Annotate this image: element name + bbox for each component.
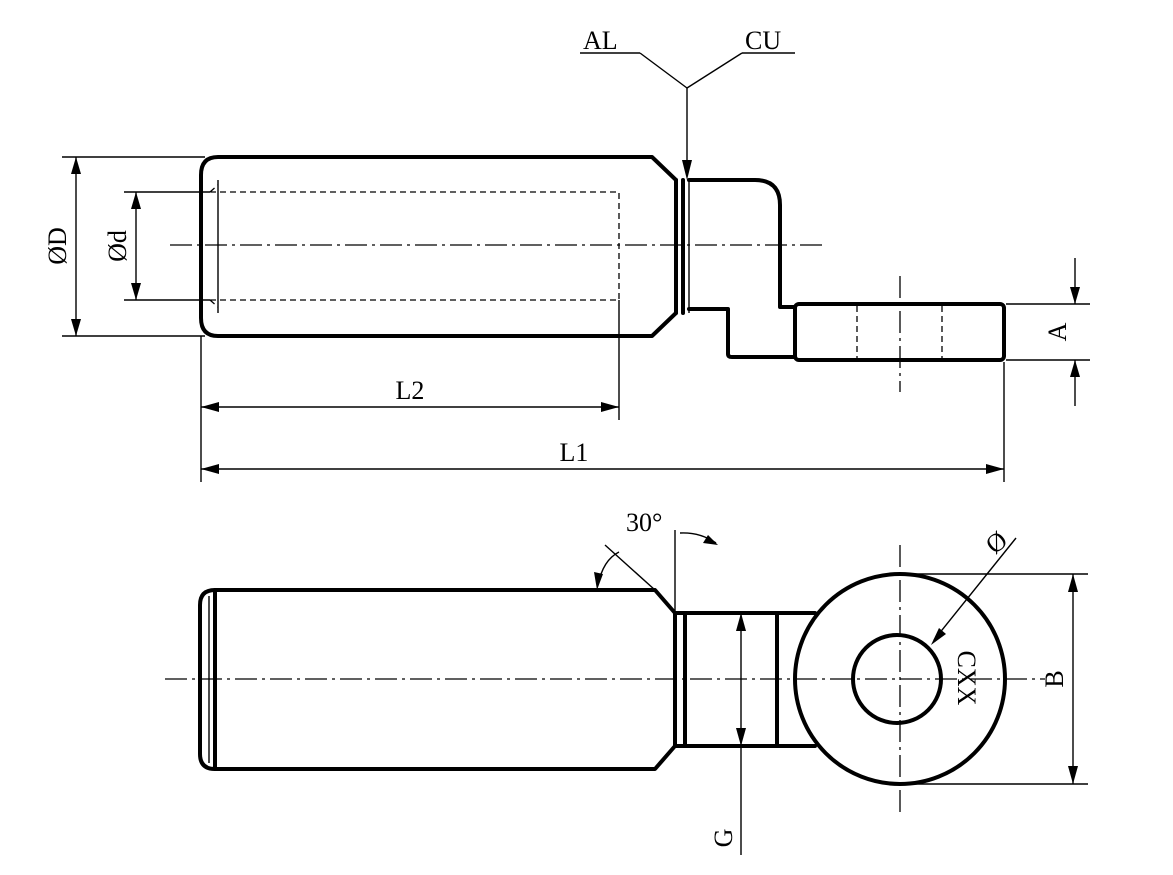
b-arrow-top xyxy=(1068,574,1078,592)
angle-arc xyxy=(597,551,620,586)
hole-leader xyxy=(933,537,1017,641)
bore-hidden xyxy=(209,184,620,308)
l2-label: L2 xyxy=(396,376,425,405)
barrel-outline xyxy=(199,155,678,338)
angle-arrow-right xyxy=(703,535,718,545)
side-view: ØD Ød L2 L1 A AL xyxy=(43,26,1090,482)
angle-label: 30° xyxy=(626,508,662,537)
g-label: G xyxy=(709,829,738,848)
cu-leader xyxy=(686,52,743,89)
al-label: AL xyxy=(583,26,618,55)
l1-label: L1 xyxy=(560,438,589,467)
angle-arrow-left xyxy=(594,572,603,590)
material-leader-arrow xyxy=(682,160,692,180)
l2-arrow-left xyxy=(201,402,219,412)
g-arrow-bottom xyxy=(736,728,746,746)
inner-diameter-label: Ød xyxy=(103,230,132,262)
copper-neck xyxy=(687,178,797,359)
hole-leader-arrow xyxy=(931,628,946,645)
b-label: B xyxy=(1040,670,1069,687)
hole-diameter-label: Ø xyxy=(980,525,1013,559)
a-arrow-bottom xyxy=(1070,360,1080,377)
od-arrow-bottom xyxy=(71,319,81,336)
od-arrow-top xyxy=(71,157,81,174)
l1-arrow-right xyxy=(986,464,1004,474)
angle-slant-line xyxy=(604,544,656,591)
cu-label: CU xyxy=(745,26,781,55)
neck-top-outline xyxy=(673,611,817,748)
b-arrow-bottom xyxy=(1068,766,1078,784)
top-view: 30° Ø CXX B G xyxy=(165,508,1088,855)
a-label: A xyxy=(1043,322,1072,341)
id-arrow-top xyxy=(131,192,141,209)
a-arrow-top xyxy=(1070,287,1080,304)
barrel-top-outline xyxy=(198,588,677,771)
l1-arrow-left xyxy=(201,464,219,474)
al-leader xyxy=(639,52,688,89)
hole-code-label: CXX xyxy=(952,651,981,706)
g-arrow-top xyxy=(736,613,746,631)
outer-diameter-label: ØD xyxy=(43,227,72,265)
id-arrow-bottom xyxy=(131,283,141,300)
l2-arrow-right xyxy=(601,402,619,412)
